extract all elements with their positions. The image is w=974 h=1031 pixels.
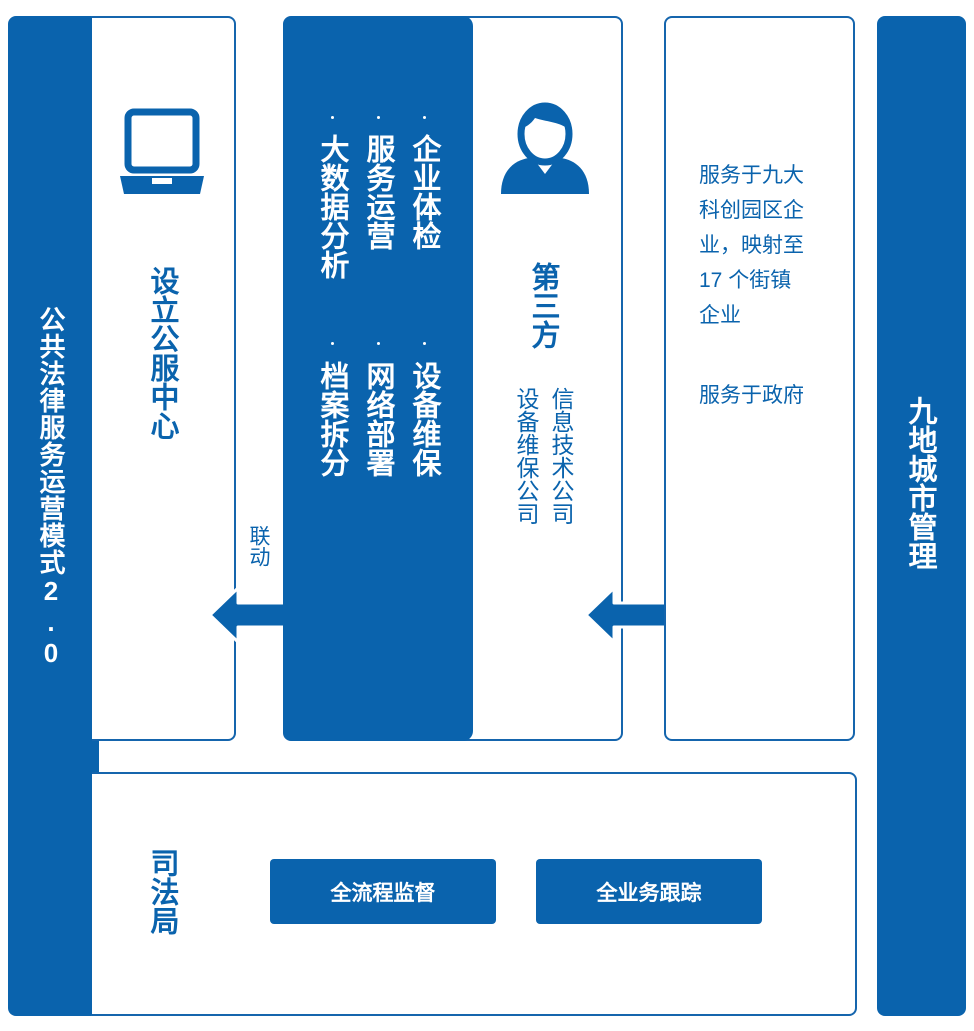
- info-line: 服务于九大: [699, 164, 804, 187]
- service-center-label: 设立公服中心: [146, 266, 178, 440]
- third-party-title: 第三方: [527, 262, 559, 349]
- info-line: 业，映射至: [699, 234, 804, 257]
- person-icon: [501, 102, 589, 194]
- laptop-icon: [120, 108, 204, 194]
- left-bar: 公共法律服务运营模式2.0: [8, 16, 99, 1016]
- service-item: 网络部署: [362, 361, 394, 477]
- services-block: 企业体检 设备维保 服务运营 网络部署 大数据分析 档案拆分: [283, 16, 473, 741]
- service-column: 服务运营 网络部署: [359, 116, 399, 516]
- service-item: 服务运营: [362, 134, 394, 250]
- right-bar: 九地城市管理: [877, 16, 966, 1016]
- info-line: 科创园区企: [699, 199, 804, 222]
- info-line: 企业: [699, 304, 741, 327]
- panel-service-center: 设立公服中心: [92, 16, 236, 741]
- left-bar-label: 公共法律服务运营模式2.0: [36, 306, 66, 669]
- info-text: 服务于九大 科创园区企 业，映射至 17 个街镇 企业: [699, 158, 804, 333]
- service-column: 大数据分析 档案拆分: [313, 116, 353, 516]
- service-item: 档案拆分: [316, 361, 348, 477]
- right-bar-label: 九地城市管理: [904, 396, 936, 570]
- full-business-tracking-button[interactable]: 全业务跟踪: [536, 859, 762, 924]
- link-label: 联动: [247, 525, 270, 567]
- company-item: 设备维保公司: [513, 387, 539, 525]
- full-process-supervision-button[interactable]: 全流程监督: [270, 859, 496, 924]
- info-line-government: 服务于政府: [699, 384, 804, 407]
- panel-info: 服务于九大 科创园区企 业，映射至 17 个街镇 企业 服务于政府: [664, 16, 855, 741]
- service-item: 企业体检: [408, 134, 440, 250]
- service-item: 设备维保: [408, 361, 440, 477]
- service-item: 大数据分析: [316, 134, 348, 279]
- info-line: 17 个街镇: [699, 269, 792, 292]
- bureau-label: 司法局: [146, 848, 178, 935]
- company-item: 信息技术公司: [548, 387, 574, 525]
- service-column: 企业体检 设备维保: [405, 116, 445, 516]
